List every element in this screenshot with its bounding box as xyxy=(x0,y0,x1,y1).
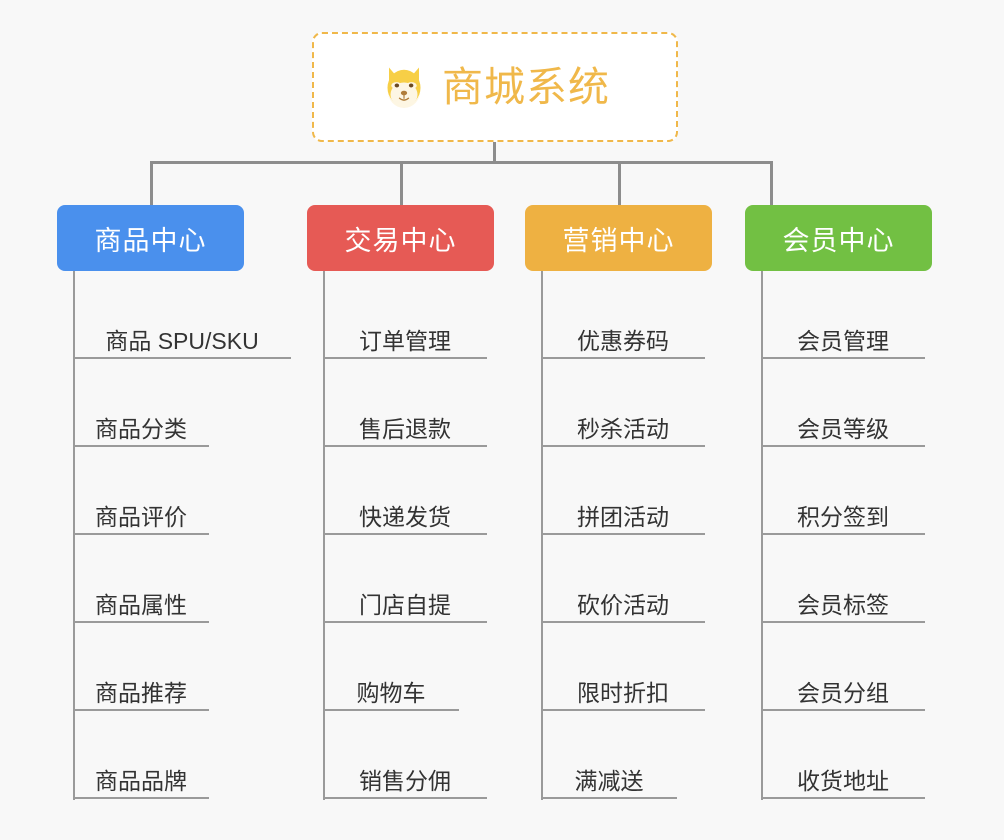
leaf-label: 购物车 xyxy=(356,679,426,706)
leaf-item[interactable]: 限时折扣 xyxy=(541,623,705,711)
branch-header-member-center[interactable]: 会员中心 xyxy=(745,205,932,271)
leaf-label: 会员标签 xyxy=(797,591,889,618)
connector-drop-branch-0 xyxy=(150,161,153,207)
leaf-list-trade-center: 订单管理 售后退款 快递发货 门店自提 购物车 销售分佣 xyxy=(323,271,487,799)
leaf-label: 满减送 xyxy=(574,767,644,794)
leaf-item[interactable]: 会员等级 xyxy=(761,359,925,447)
leaf-item[interactable]: 砍价活动 xyxy=(541,535,705,623)
branch-header-label: 会员中心 xyxy=(782,225,895,256)
leaf-item[interactable]: 会员标签 xyxy=(761,535,925,623)
branch-spine xyxy=(541,271,543,800)
leaf-label: 商品评价 xyxy=(95,503,187,530)
leaf-item[interactable]: 满减送 xyxy=(541,711,677,799)
leaf-list-product-center: 商品 SPU/SKU 商品分类 商品评价 商品属性 商品推荐 商品品牌 xyxy=(73,271,291,799)
leaf-label: 门店自提 xyxy=(359,591,451,618)
branch-header-label: 营销中心 xyxy=(562,225,675,256)
leaf-item[interactable]: 积分签到 xyxy=(761,447,925,535)
branch-header-label: 交易中心 xyxy=(344,225,457,256)
leaf-label: 拼团活动 xyxy=(577,503,669,530)
connector-root-stem xyxy=(493,142,496,163)
leaf-label: 售后退款 xyxy=(359,415,451,442)
leaf-list-member-center: 会员管理 会员等级 积分签到 会员标签 会员分组 收货地址 xyxy=(761,271,925,799)
branch-spine xyxy=(73,271,75,800)
leaf-label: 秒杀活动 xyxy=(577,415,669,442)
leaf-item[interactable]: 商品 SPU/SKU xyxy=(73,271,291,359)
leaf-label: 商品品牌 xyxy=(95,767,187,794)
leaf-label: 会员等级 xyxy=(797,415,889,442)
leaf-item[interactable]: 拼团活动 xyxy=(541,447,705,535)
leaf-item[interactable]: 销售分佣 xyxy=(323,711,487,799)
root-node[interactable]: 商城系统 xyxy=(312,32,678,142)
leaf-label: 会员管理 xyxy=(797,327,889,354)
leaf-item[interactable]: 门店自提 xyxy=(323,535,487,623)
shiba-dog-face-icon xyxy=(387,67,421,108)
leaf-item[interactable]: 快递发货 xyxy=(323,447,487,535)
leaf-label: 限时折扣 xyxy=(577,679,669,706)
leaf-item[interactable]: 订单管理 xyxy=(323,271,487,359)
leaf-item[interactable]: 商品属性 xyxy=(73,535,209,623)
branch-header-trade-center[interactable]: 交易中心 xyxy=(307,205,494,271)
leaf-label: 商品属性 xyxy=(95,591,187,618)
leaf-item[interactable]: 商品推荐 xyxy=(73,623,209,711)
leaf-label: 会员分组 xyxy=(797,679,889,706)
leaf-label: 商品分类 xyxy=(95,415,187,442)
branch-spine xyxy=(323,271,325,800)
leaf-item[interactable]: 会员管理 xyxy=(761,271,925,359)
leaf-item[interactable]: 商品品牌 xyxy=(73,711,209,799)
leaf-item[interactable]: 会员分组 xyxy=(761,623,925,711)
connector-drop-branch-3 xyxy=(770,161,773,207)
branch-header-label: 商品中心 xyxy=(94,225,207,256)
leaf-label: 砍价活动 xyxy=(577,591,669,618)
branch-header-marketing-center[interactable]: 营销中心 xyxy=(525,205,712,271)
leaf-item[interactable]: 商品评价 xyxy=(73,447,209,535)
connector-drop-branch-1 xyxy=(400,161,403,207)
leaf-label: 商品推荐 xyxy=(95,679,187,706)
leaf-item[interactable]: 秒杀活动 xyxy=(541,359,705,447)
root-title: 商城系统 xyxy=(442,63,610,110)
leaf-label: 快递发货 xyxy=(359,503,451,530)
leaf-item[interactable]: 商品分类 xyxy=(73,359,209,447)
branch-header-product-center[interactable]: 商品中心 xyxy=(57,205,244,271)
leaf-item[interactable]: 优惠券码 xyxy=(541,271,705,359)
leaf-label: 积分签到 xyxy=(797,503,889,530)
leaf-label: 收货地址 xyxy=(797,767,889,794)
leaf-label: 优惠券码 xyxy=(577,327,669,354)
connector-drop-branch-2 xyxy=(618,161,621,207)
connector-horizontal-bus xyxy=(150,161,773,164)
leaf-item[interactable]: 收货地址 xyxy=(761,711,925,799)
leaf-item[interactable]: 购物车 xyxy=(323,623,459,711)
leaf-list-marketing-center: 优惠券码 秒杀活动 拼团活动 砍价活动 限时折扣 满减送 xyxy=(541,271,705,799)
leaf-label: 商品 SPU/SKU xyxy=(105,327,259,354)
branch-spine xyxy=(761,271,763,800)
leaf-label: 销售分佣 xyxy=(359,767,451,794)
leaf-label: 订单管理 xyxy=(359,327,451,354)
leaf-item[interactable]: 售后退款 xyxy=(323,359,487,447)
